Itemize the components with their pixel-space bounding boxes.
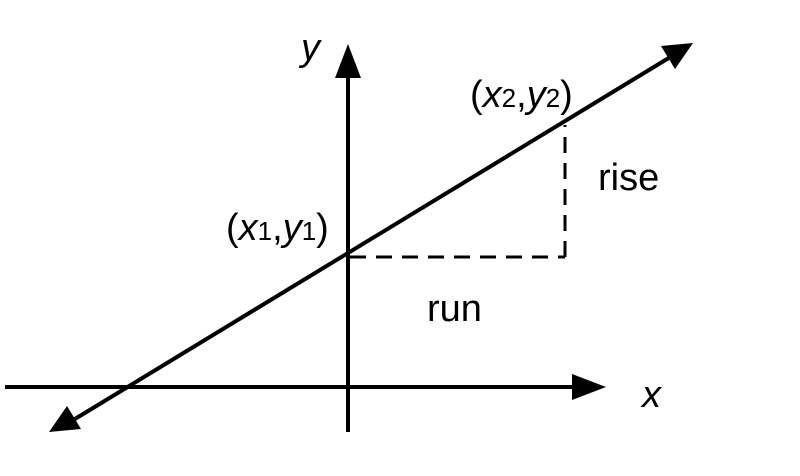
point-2-close-paren: ) — [560, 74, 573, 116]
point-1-label: (x1,y1) — [226, 207, 329, 249]
slope-line-arrowhead-upper — [661, 43, 693, 69]
slope-line-arrowhead-lower — [49, 406, 81, 432]
y-axis-label: y — [298, 27, 322, 69]
point-2-comma: , — [516, 74, 527, 116]
point-2-x-var: x — [481, 74, 504, 116]
run-label: run — [427, 288, 482, 330]
point-1-x-subscript: 1 — [258, 216, 272, 246]
point-2-y-var: y — [524, 74, 548, 116]
point-1-x-var: x — [237, 207, 260, 249]
point-2-x-subscript: 2 — [502, 83, 516, 113]
slope-line — [68, 54, 674, 424]
point-1-y-var: y — [280, 207, 304, 249]
point-2-y-subscript: 2 — [546, 83, 560, 113]
point-1-y-subscript: 1 — [302, 216, 316, 246]
x-axis-arrowhead — [572, 374, 606, 400]
point-1-comma: , — [272, 207, 283, 249]
x-axis-label: x — [640, 374, 663, 416]
point-1-open-paren: ( — [226, 207, 239, 249]
y-axis-arrowhead — [335, 44, 361, 78]
point-2-label: (x2,y2) — [470, 74, 573, 116]
rise-label: rise — [598, 157, 659, 199]
point-1-close-paren: ) — [316, 207, 329, 249]
point-2-open-paren: ( — [470, 74, 483, 116]
